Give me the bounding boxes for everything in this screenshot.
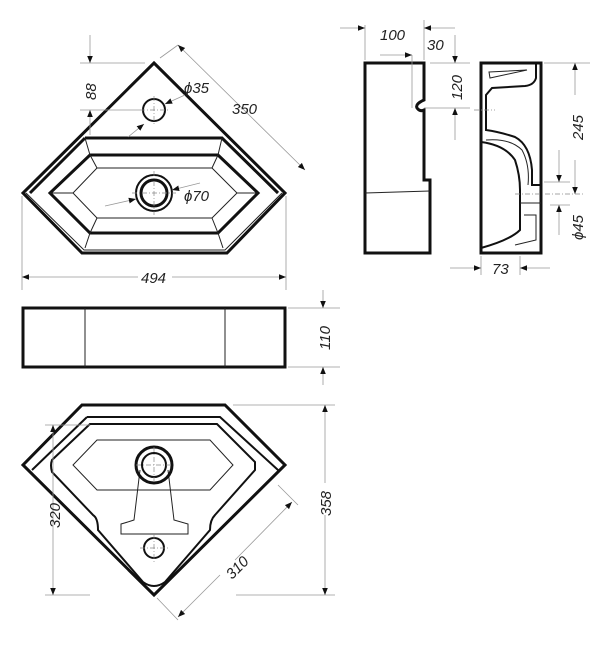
bottom-inner-contour bbox=[50, 423, 256, 587]
dim-35-label: ϕ35 bbox=[184, 80, 210, 97]
side-view: 100 30 120 bbox=[340, 20, 470, 255]
dim-494-label: 494 bbox=[141, 270, 166, 287]
section-view: 245 ϕ45 73 bbox=[450, 61, 590, 278]
bottom-ext-lines bbox=[45, 404, 335, 596]
bottom-hex-recess bbox=[72, 439, 234, 491]
dim-45-label: ϕ45 bbox=[570, 214, 587, 240]
bottom-view: 358 320 310 bbox=[20, 403, 335, 621]
dim-73-label: 73 bbox=[492, 261, 509, 278]
dim-100-label: 100 bbox=[380, 27, 406, 44]
section-details bbox=[485, 69, 541, 246]
dim-358-bg bbox=[317, 483, 333, 515]
dim-320-label: 320 bbox=[47, 502, 64, 528]
tap-mount bbox=[120, 469, 189, 535]
dim-88-label: 88 bbox=[83, 83, 100, 100]
dim-350-label: 350 bbox=[232, 101, 258, 118]
dim-310-ext bbox=[156, 484, 299, 621]
basin-outline-top bbox=[20, 60, 288, 255]
dim-30-label: 30 bbox=[427, 37, 444, 54]
dim-350-line bbox=[177, 44, 306, 171]
bottom-centerlines bbox=[136, 447, 172, 562]
section-bowl bbox=[480, 63, 541, 249]
dim-110-label: 110 bbox=[317, 325, 334, 350]
side-divider bbox=[364, 190, 431, 194]
side-outline bbox=[363, 61, 432, 255]
dim-358-label: 358 bbox=[318, 490, 335, 516]
basin-rim-inner bbox=[25, 192, 283, 251]
section-outline bbox=[479, 61, 543, 255]
dim-310-arrow-bottom bbox=[177, 574, 221, 618]
dim-70-arrow-2 bbox=[104, 197, 137, 207]
front-view: 110 bbox=[21, 290, 340, 385]
dim-245-label: 245 bbox=[570, 114, 587, 141]
top-view: 88 350 ϕ35 ϕ70 494 bbox=[20, 35, 306, 290]
dim-70-arrow bbox=[171, 182, 201, 192]
front-outline bbox=[21, 306, 287, 369]
dim-494-bg bbox=[138, 267, 172, 285]
dim-70-label: ϕ70 bbox=[184, 188, 210, 205]
dim-35-arrow-2 bbox=[127, 123, 145, 138]
bottom-rim bbox=[31, 416, 279, 471]
dim-310-arrow-top bbox=[234, 501, 293, 561]
dim-110-ext bbox=[288, 307, 340, 368]
extension-lines bbox=[21, 62, 287, 290]
dim-35-arrow bbox=[164, 94, 186, 105]
section-centerlines bbox=[474, 109, 585, 195]
dim-350-ext bbox=[159, 44, 179, 59]
dim-120-label: 120 bbox=[449, 74, 466, 100]
centerlines bbox=[132, 96, 176, 215]
side-ext-lines bbox=[364, 20, 470, 109]
dim-310-label: 310 bbox=[223, 553, 253, 583]
bottom-outline bbox=[20, 403, 288, 598]
front-facets bbox=[84, 308, 226, 367]
